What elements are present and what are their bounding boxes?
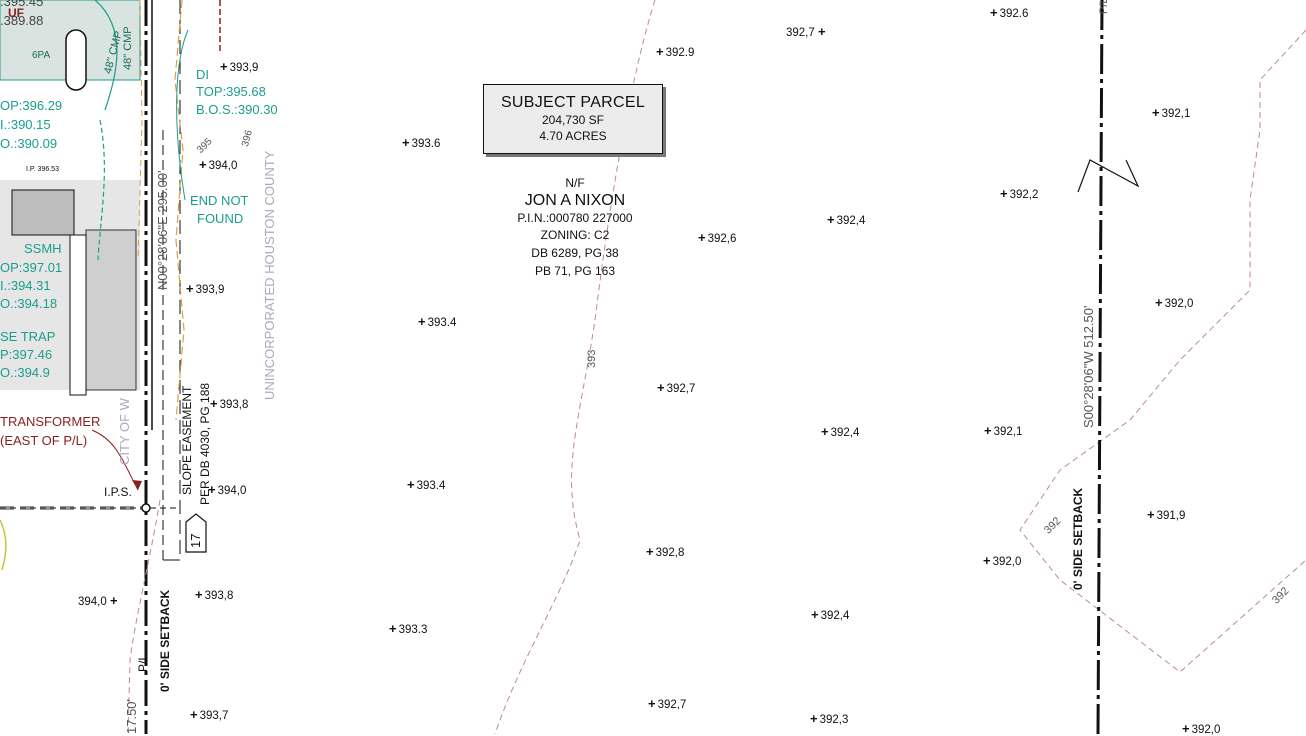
subject-parcel-callout: SUBJECT PARCEL 204,730 SF 4.70 ACRES — [483, 84, 663, 154]
spot-elevation: +392,0 — [983, 553, 1022, 568]
side-setback-right: 0' SIDE SETBACK — [1071, 487, 1085, 590]
owner-info: N/F JON A NIXON P.I.N.:000780 227000 ZON… — [470, 176, 680, 280]
spot-elevation: +392,8 — [646, 544, 685, 559]
spot-elevation: +392,3 — [810, 711, 849, 726]
owner-deed: DB 6289, PG 38 — [531, 246, 619, 260]
owner-pin: P.I.N.:000780 227000 — [517, 211, 633, 225]
bearing-right: S00°28'06"W 512.50' — [1081, 305, 1096, 428]
spot-elevation: +392,0 — [1155, 295, 1194, 310]
end-not-found-1: END NOT — [190, 193, 249, 208]
spot-elevation: +392,4 — [821, 424, 860, 439]
pl-left: P/L — [136, 653, 150, 672]
transformer-label-1: TRANSFORMER — [0, 414, 101, 429]
ips-label: I.P.S. — [104, 485, 132, 499]
di-top-label: TOP:395.68 — [196, 84, 266, 99]
trap-o-label: O.:394.9 — [0, 365, 50, 380]
spot-elevation: +393,7 — [190, 707, 229, 722]
inv1-label: OP:396.29 — [0, 98, 63, 113]
lot-number: 17 — [188, 533, 203, 548]
owner-name: JON A NIXON — [524, 192, 626, 209]
spot-elevation: +393.3 — [389, 621, 428, 636]
di-bos-label: B.O.S.:390.30 — [196, 102, 278, 117]
parcel-area-acres: 4.70 ACRES — [539, 129, 607, 143]
per-db-label: PER DB 4030, PG 188 — [198, 382, 212, 505]
spot-elevation: +394,0 — [199, 157, 238, 172]
dist-left: 17.50' — [124, 698, 139, 734]
owner-plat: PB 71, PG 163 — [534, 264, 616, 278]
spot-elevation: +393,8 — [210, 396, 249, 411]
parcel-title: SUBJECT PARCEL — [500, 94, 646, 111]
transformer-label-2: (EAST OF P/L) — [0, 433, 88, 448]
spot-elevation: +393,9 — [186, 281, 225, 296]
ssmh-label: SSMH — [24, 241, 62, 256]
spot-elevation: 394,0 + — [78, 593, 118, 608]
spot-elevation: +392.9 — [656, 44, 695, 59]
end-not-found-2: FOUND — [197, 211, 244, 226]
contour-393-label: 393 — [586, 349, 598, 368]
spot-elevation: +393.4 — [407, 477, 446, 492]
spot-elevation: +392,1 — [984, 423, 1023, 438]
inv3-label: O.:390.09 — [0, 136, 58, 151]
owner-zoning: ZONING: C2 — [540, 228, 610, 242]
spot-elevation: +392,4 — [827, 212, 866, 227]
ssmh-o-label: O.:394.18 — [0, 296, 58, 311]
ip-label: I.P. 396.53 — [26, 166, 59, 173]
spot-elevation: +392,1 — [1152, 105, 1191, 120]
owner-nf: N/F — [565, 176, 585, 190]
parcel-area-sf: 204,730 SF — [541, 113, 605, 127]
ssmh-top-label: OP:397.01 — [0, 260, 63, 275]
stippled-column — [85, 229, 137, 391]
cmp-48b-label: 48" CMP — [122, 26, 134, 70]
side-setback-left: 0' SIDE SETBACK — [158, 589, 172, 692]
ssmh-i-label: I.:394.31 — [0, 278, 51, 293]
contour-393 — [494, 0, 656, 734]
trap-label: SE TRAP — [0, 329, 56, 344]
spot-elevation: +394,0 — [208, 482, 247, 497]
spot-elevation: +393,9 — [220, 59, 259, 74]
top-a-label: .395.45 — [0, 0, 44, 9]
di-label: DI — [196, 67, 209, 82]
stippled-rock — [11, 189, 75, 236]
spot-elevation: +392,4 — [811, 607, 850, 622]
spot-elevation: +392,2 — [1000, 186, 1039, 201]
spot-elevation: 392,7 + — [786, 24, 826, 39]
top-b-label: .389.88 — [0, 13, 44, 28]
spot-elevation: +393,8 — [195, 587, 234, 602]
spot-elevation: +393.6 — [402, 135, 441, 150]
spot-elevation: +391,9 — [1147, 507, 1186, 522]
spot-elevation: +392.6 — [990, 5, 1029, 20]
city-label: CITY OF W — [117, 398, 132, 465]
inv2-label: I.:390.15 — [0, 117, 51, 132]
slope-easement-label: SLOPE EASEMENT — [180, 385, 194, 495]
county-label: UNINCORPORATED HOUSTON COUNTY — [262, 150, 277, 400]
spot-elevation: +393.4 — [418, 314, 457, 329]
spot-elevation: +392,7 — [648, 696, 687, 711]
spot-elevation: +392,6 — [698, 230, 737, 245]
pl-right: P/L — [1098, 0, 1110, 14]
spot-elevation: +392,0 — [1182, 721, 1221, 736]
sixpa-label: 6PA — [32, 50, 51, 61]
property-line-right — [1096, 0, 1104, 734]
trap-top-label: P:397.46 — [0, 347, 53, 362]
uf-label: UF — [8, 6, 24, 20]
contour-392 — [1019, 29, 1306, 673]
spot-elevation: +392,7 — [657, 380, 696, 395]
bearing-left: N00°28'06"E 295.00' — [155, 170, 170, 290]
